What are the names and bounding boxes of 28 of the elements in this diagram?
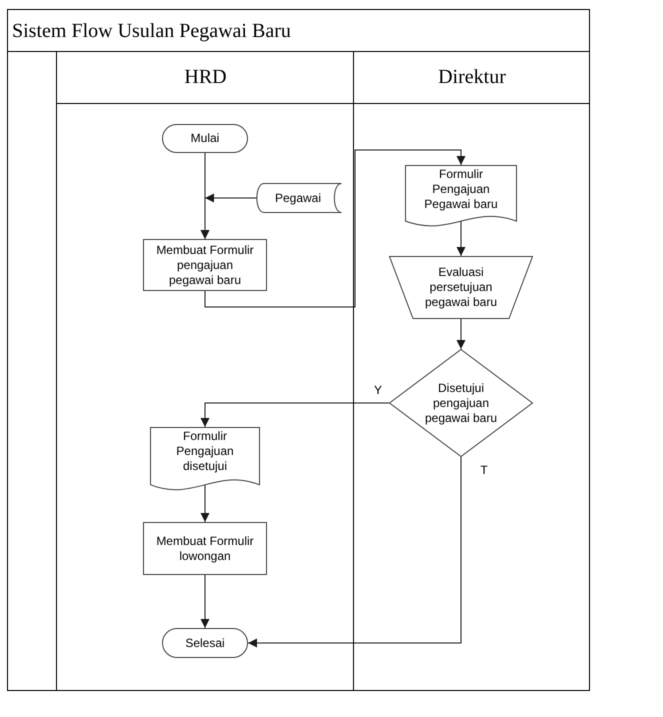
- process-box: [143, 239, 267, 291]
- step-label: Disetujui pengajuan pegawai baru: [424, 380, 498, 426]
- swimlane: [353, 51, 590, 691]
- step-label: Evaluasi persetujuan pegawai baru: [424, 265, 498, 310]
- process-box: [143, 522, 267, 575]
- flow-arrow: [204, 150, 466, 308]
- step-label: Selesai: [185, 636, 225, 650]
- edge-label: T: [479, 463, 489, 477]
- diagram-title: Sistem Flow Usulan Pegawai Baru: [8, 10, 589, 52]
- flow-arrow: [200, 194, 258, 240]
- edge-label: Y: [373, 383, 383, 397]
- step-label: Pegawai: [274, 190, 322, 206]
- terminator-shape: [162, 628, 248, 658]
- lane-header: HRD: [57, 51, 354, 104]
- terminator-shape: [162, 124, 248, 153]
- step-label: Membuat Formulir lowongan: [155, 534, 255, 564]
- lane-header: Direktur: [354, 51, 590, 104]
- flow-arrow: [200, 484, 210, 522]
- flow-arrow: [200, 402, 390, 428]
- step-label: Mulai: [190, 131, 220, 146]
- flow-arrow: [200, 574, 210, 628]
- flow-arrow: [456, 318, 466, 350]
- swimlane: [56, 51, 354, 691]
- flow-arrow: [456, 220, 466, 256]
- step-label: Membuat Formulir pengajuan pegawai baru: [155, 242, 255, 288]
- step-label: Formulir Pengajuan Pegawai baru: [423, 167, 499, 212]
- flow-arrow: [248, 456, 462, 648]
- step-label: Formulir Pengajuan disetujui: [175, 429, 235, 474]
